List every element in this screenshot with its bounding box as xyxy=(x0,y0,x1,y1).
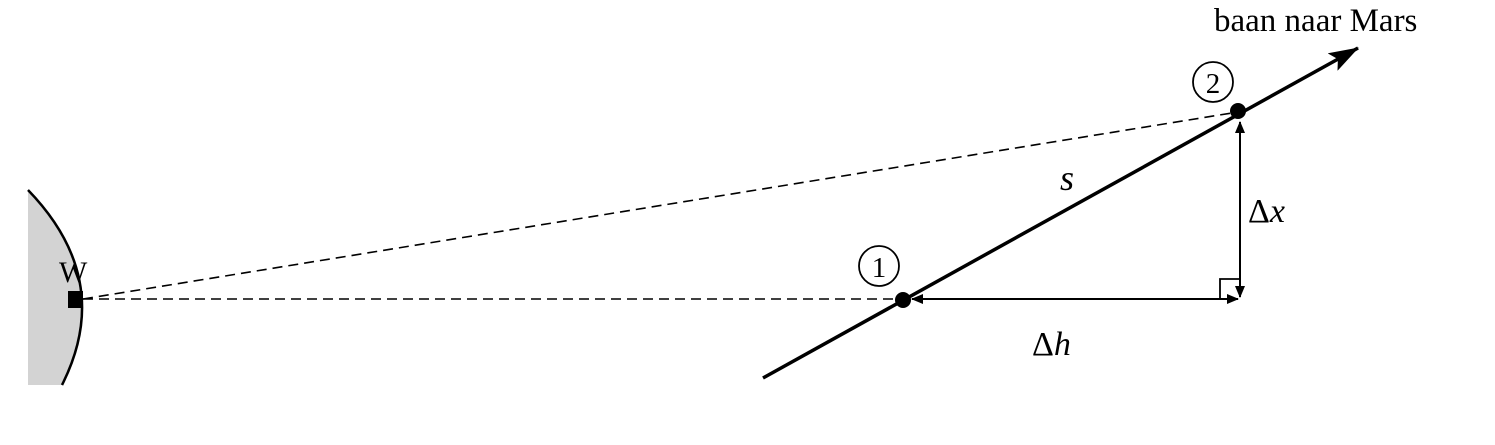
delta-h-label: Δh xyxy=(1032,326,1071,363)
distance-s-label: s xyxy=(1060,158,1074,198)
earth-outline xyxy=(27,189,84,386)
trajectory-label: baan naar Mars xyxy=(1214,3,1417,39)
point-2-circle xyxy=(1192,61,1234,103)
sightline-to-point-2 xyxy=(82,111,1239,300)
ground-station-marker xyxy=(68,291,83,308)
point-2-dot xyxy=(1230,103,1246,119)
point-1-dot xyxy=(895,292,911,308)
earth-surface xyxy=(28,190,83,385)
point-2-label: 2 xyxy=(1206,68,1221,100)
station-label: W xyxy=(59,256,88,289)
trajectory-line xyxy=(762,46,1359,380)
point-1-label: 1 xyxy=(872,252,887,284)
delta-x-label: Δx xyxy=(1248,193,1285,230)
point-1-circle xyxy=(858,245,900,287)
right-angle-marker xyxy=(1219,278,1240,299)
